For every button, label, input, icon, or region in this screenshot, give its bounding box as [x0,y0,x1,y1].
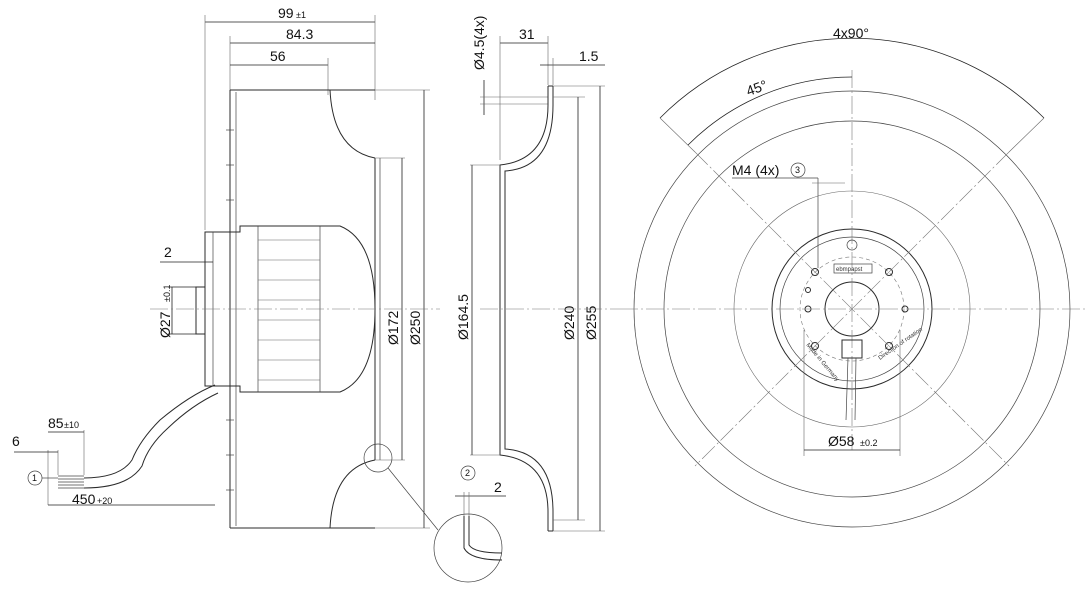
nozzle-profile-inner [504,86,554,531]
dim-shaft-dia: Ø27 [157,311,173,338]
dim-pattern: 4x90° [833,25,869,41]
blade-ticks [226,129,234,491]
shaft [195,286,206,335]
cable-end: 85 [48,415,64,431]
callout-2: 2 [465,468,470,478]
cable-length: 450 [72,491,96,507]
motor-ribs [258,239,320,381]
dim-flange: 2 [164,244,172,260]
label-brand: ebmpapst [836,267,863,273]
detail-marker-circle [363,443,393,473]
cable-exit [841,339,863,359]
dim-holes: Ø4.5(4x) [471,16,487,70]
callout-3: 3 [795,165,800,175]
callout-2-circle [460,465,476,481]
callout-3-circle [790,162,806,178]
brand-plate [833,263,873,274]
dim-angle: 45° [744,77,769,99]
detail-profile-outer [463,516,503,561]
blade-curve-top [329,89,376,159]
dim-outer-dia: Ø255 [583,306,599,340]
dim-body-length: 84.3 [286,26,313,42]
nozzle-view: Ø4.5(4x) 31 1.5 Ø164.5 Ø240 Ø255 [433,16,620,583]
callout-1: 1 [32,473,37,483]
ground-symbol [846,239,858,251]
dim-hub-dia-tol: ±0.2 [860,438,877,448]
arc-4x90 [659,37,1045,119]
dim-hub-dia: Ø58 [828,433,855,449]
cable-wires [58,475,84,489]
dim-overall-length: 99 [278,5,294,21]
cable-end-tol: ±10 [64,420,79,430]
front-view: 4x90° 45° M4 (4x) 3 ebmpapst Made in Ger… [620,25,1088,528]
dim-bolt-circle: Ø240 [561,306,577,340]
cable-strip: 6 [12,433,20,449]
dim-detail: 2 [494,479,502,495]
dim-inlet-dia: Ø172 [385,311,401,345]
dim-wheel-dia: Ø250 [407,311,423,345]
arc-45 [687,76,853,146]
dim-hub-depth: 56 [270,48,286,64]
detail-view-circle [433,513,503,583]
cable-bottom [83,392,219,489]
dim-thread: M4 (4x) [732,162,779,178]
cable-length-tol: +20 [97,496,112,506]
nozzle-profile-outer [499,86,549,531]
dim-depth: 31 [519,26,535,42]
dim-thickness: 1.5 [579,48,599,64]
detail-profile-inner [468,516,503,554]
hole-pitch-circle [799,256,905,362]
cable-front [845,357,857,421]
dim-overall-length-tol: ±1 [296,10,306,20]
blade-curve-bottom [329,459,376,529]
dim-inner-dia: Ø164.5 [455,294,471,340]
side-view: 99 ±1 84.3 56 [12,5,440,531]
dim-shaft-dia-tol: ±0.1 [162,285,172,302]
cable-top [83,384,216,479]
